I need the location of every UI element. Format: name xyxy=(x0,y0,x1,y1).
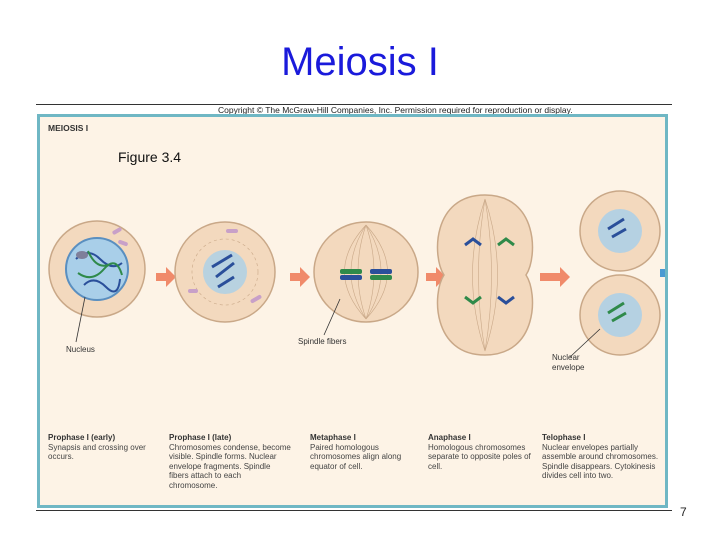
spindle-leader-line xyxy=(323,298,341,336)
phase-caption-prophase-early: Prophase I (early) Synapsis and crossing… xyxy=(48,433,160,462)
arrow-icon xyxy=(290,267,310,287)
phase-description: Chromosomes condense, become visible. Sp… xyxy=(169,442,291,490)
phase-caption-telophase: Telophase I Nuclear envelopes partially … xyxy=(542,433,660,481)
nucleus-leader-line xyxy=(75,296,86,343)
meiosis-illustration: Nucleus Spindle fibers xyxy=(48,190,665,372)
spindle-fibers-label: Spindle fibers xyxy=(298,337,346,346)
phase-name: Telophase I xyxy=(542,433,586,442)
phase-name: Prophase I (late) xyxy=(169,433,232,442)
envelope-leader-line xyxy=(569,328,601,358)
cell-prophase-late xyxy=(174,221,276,323)
phase-caption-metaphase: Metaphase I Paired homologous chromosome… xyxy=(310,433,410,471)
nuclear-envelope-label: Nuclear xyxy=(552,353,580,362)
phase-description: Paired homologous chromosomes align alon… xyxy=(310,442,402,471)
phase-description: Synapsis and crossing over occurs. xyxy=(48,442,146,462)
phase-caption-anaphase: Anaphase I Homologous chromosomes separa… xyxy=(428,433,536,471)
arrow-icon xyxy=(540,267,570,287)
phase-name: Metaphase I xyxy=(310,433,356,442)
nuclear-envelope-label-2: envelope xyxy=(552,363,585,372)
slide-title: Meiosis I xyxy=(281,40,439,84)
phase-description: Nuclear envelopes partially assemble aro… xyxy=(542,442,659,481)
nucleus-label: Nucleus xyxy=(66,345,95,354)
cell-anaphase xyxy=(436,194,534,356)
figure-caption: Figure 3.4 xyxy=(118,149,182,165)
cell-prophase-early xyxy=(48,220,146,318)
cell-telophase xyxy=(579,190,665,356)
arrow-icon xyxy=(156,267,176,287)
panel-label: MEIOSIS I xyxy=(48,123,89,133)
phase-name: Prophase I (early) xyxy=(48,433,116,442)
phase-name: Anaphase I xyxy=(428,433,471,442)
phase-description: Homologous chromosomes separate to oppos… xyxy=(428,442,531,471)
copyright-notice: Copyright © The McGraw-Hill Companies, I… xyxy=(218,105,573,115)
top-divider xyxy=(36,104,672,105)
bottom-divider xyxy=(36,510,672,511)
figure-panel: MEIOSIS I Figure 3.4 Nucleus xyxy=(37,114,668,508)
phase-caption-prophase-late: Prophase I (late) Chromosomes condense, … xyxy=(169,433,291,491)
cell-metaphase xyxy=(313,221,419,323)
page-number: 7 xyxy=(680,505,687,519)
